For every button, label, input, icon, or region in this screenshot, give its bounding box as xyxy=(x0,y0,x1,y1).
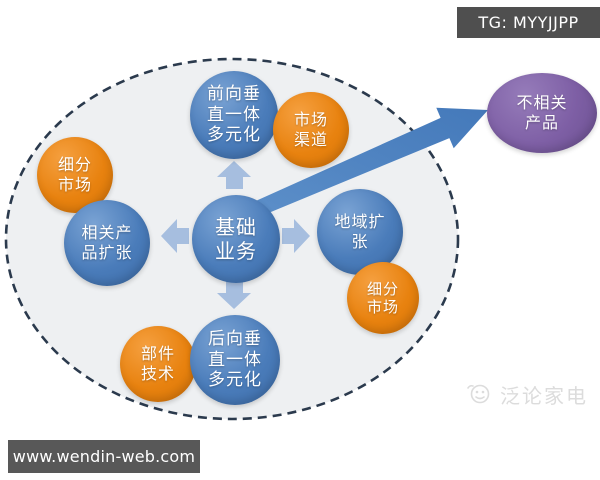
node-label: 不相关 产品 xyxy=(516,93,568,132)
node-segment-market-left: 细分 市场 xyxy=(37,137,113,213)
node-label: 市场 渠道 xyxy=(293,110,328,149)
node-related-product-expansion: 相关产 品扩张 xyxy=(64,200,150,286)
node-component-technology: 部件 技术 xyxy=(120,326,196,402)
arrow-left-icon xyxy=(161,219,189,253)
node-label: 基础 业务 xyxy=(215,214,257,263)
arrow-down-icon xyxy=(217,281,251,309)
node-basic-business: 基础 业务 xyxy=(192,195,280,283)
watermark-logo-icon xyxy=(467,384,490,404)
node-segment-market-right: 细分 市场 xyxy=(347,262,419,334)
node-label: 后向垂 直一体 多元化 xyxy=(208,328,262,391)
tg-contact-text: TG: MYYJJPP xyxy=(478,13,579,32)
node-forward-vertical-diversification: 前向垂 直一体 多元化 xyxy=(190,71,278,159)
node-label: 细分 市场 xyxy=(57,155,92,194)
arrow-right-icon xyxy=(282,219,310,253)
node-regional-expansion: 地域扩 张 xyxy=(317,189,403,275)
website-bar: www.wendin-web.com xyxy=(8,440,200,473)
node-market-channel: 市场 渠道 xyxy=(273,92,349,168)
node-unrelated-product: 不相关 产品 xyxy=(487,73,597,153)
node-backward-vertical-diversification: 后向垂 直一体 多元化 xyxy=(190,315,280,405)
watermark-text: 泛论家电 xyxy=(500,383,588,408)
node-label: 前向垂 直一体 多元化 xyxy=(207,83,261,146)
node-label: 相关产 品扩张 xyxy=(81,223,133,262)
node-label: 地域扩 张 xyxy=(334,212,386,251)
tg-contact-badge: TG: MYYJJPP xyxy=(457,7,600,38)
node-label: 部件 技术 xyxy=(140,344,175,383)
arrow-up-icon xyxy=(217,161,251,189)
watermark: 泛论家电 xyxy=(464,379,588,409)
website-url-text: www.wendin-web.com xyxy=(12,447,196,466)
big-diversification-arrow xyxy=(251,107,488,218)
node-label: 细分 市场 xyxy=(366,279,399,316)
